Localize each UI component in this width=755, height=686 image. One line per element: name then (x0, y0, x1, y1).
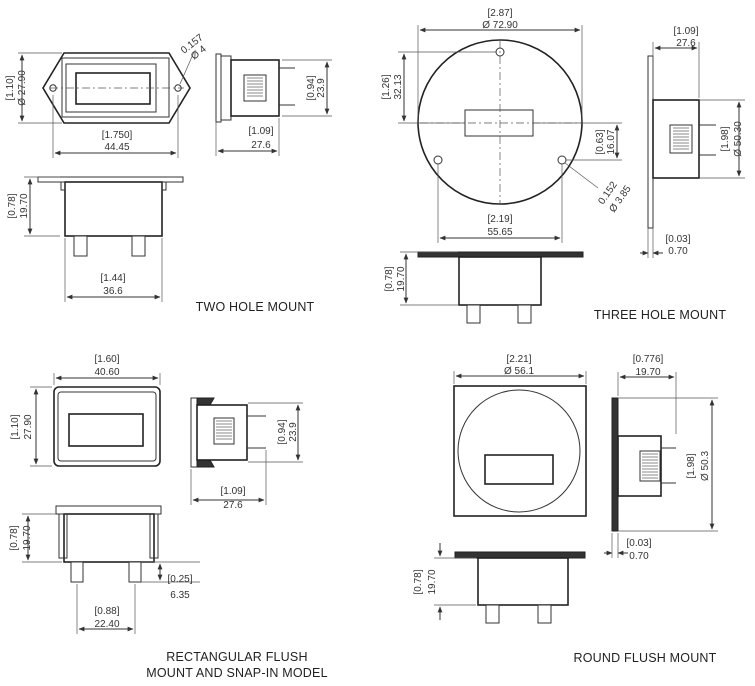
dim-side-depth-in: [1.09] (248, 126, 273, 137)
dim-bottom-width-mm: 36.6 (103, 286, 123, 297)
dim-bottom-height-mm: 19.70 (396, 266, 407, 291)
dim-top-offset-in: [1.26] (381, 74, 392, 99)
dim-width-in: [1.60] (94, 354, 119, 365)
dim-side-height-mm: Ø 50.3 (700, 451, 711, 481)
three-hole-front-view: [2.87] Ø 72.90 [1.26] 32.13 [0.63] 16.07… (381, 8, 634, 243)
dim-width-in: [1.750] (102, 130, 133, 141)
terminal-pin (517, 304, 532, 324)
terminal-pin (128, 561, 142, 583)
mount-hole (174, 84, 182, 92)
dim-side-height-in: [0.94] (306, 75, 317, 100)
round-flush-side-view: [0.776] 19.70 [1.98] Ø 50.3 [0.03] 0.70 (604, 354, 718, 562)
dim-side-depth-in: [1.09] (220, 486, 245, 497)
round-flush-mount-section: [2.21] Ø 56.1 [0.776] 19.70 (413, 354, 718, 665)
dim-side-depth-mm: 27.6 (251, 140, 271, 151)
dim-bottom-height-in: [0.78] (413, 569, 424, 594)
dim-width-mm: 55.65 (487, 227, 512, 238)
dim-height-in: [1.10] (5, 75, 16, 100)
dim-bottom-height-mm: 19.70 (19, 193, 30, 218)
caption-three-hole-mount: THREE HOLE MOUNT (594, 308, 727, 322)
rect-flush-mount-section: [1.60] 40.60 [1.10] 27.90 (9, 354, 328, 680)
dim-flange-mm: 0.70 (668, 246, 688, 257)
dim-side-height-mm: 23.9 (288, 422, 299, 442)
caption-rect-flush-line2: MOUNT AND SNAP-IN MODEL (146, 666, 327, 680)
dim-width-mm: 40.60 (94, 367, 119, 378)
terminal-pin (73, 235, 88, 257)
terminal-pin (70, 561, 84, 583)
dim-height-mm: 27.90 (23, 414, 34, 439)
rect-flush-bottom-view: [0.78] 19.70 [0.25] 6.35 [0.88] 22.40 (9, 505, 200, 634)
three-hole-side-view: [1.09] 27.6 [1.98] Ø 50.30 [0.03] 0.70 (640, 26, 745, 258)
dim-bottom-height-mm: 19.70 (427, 569, 438, 594)
dim-bottom-height-mm: 19.70 (22, 525, 33, 550)
dim-side-height-mm: Ø 50.30 (733, 121, 744, 157)
mount-hole (49, 84, 57, 92)
dim-height-in: [1.10] (10, 414, 21, 439)
dim-diameter-in: [2.21] (506, 354, 531, 365)
terminal-pin (131, 235, 146, 257)
caption-rect-flush-line1: RECTANGULAR FLUSH (166, 650, 307, 664)
dim-width-in: [2.19] (487, 214, 512, 225)
dim-right-offset-in: [0.63] (595, 129, 606, 154)
dim-side-height-in: [1.98] (686, 453, 697, 478)
dim-diameter-mm: Ø 72.90 (482, 20, 518, 31)
dim-side-depth-mm: 19.70 (635, 367, 660, 378)
two-hole-front-view: [1.10] Ø 27.90 0.157 Ø 4 [1.750] 44.45 (5, 32, 209, 158)
dim-top-offset-mm: 32.13 (393, 74, 404, 99)
two-hole-side-view: [0.94] 23.9 [1.09] 27.6 (215, 53, 332, 156)
dim-side-depth-mm: 27.6 (223, 500, 243, 511)
dim-bottom-height-in: [0.78] (7, 193, 18, 218)
dim-height-mm: Ø 27.90 (17, 70, 28, 106)
dim-pin-length-mm: 6.35 (170, 590, 190, 601)
dim-side-depth-in: [1.09] (673, 26, 698, 37)
dim-flange-in: [0.03] (626, 538, 651, 549)
dim-flange-mm: 0.70 (629, 551, 649, 562)
dim-side-height-in: [0.94] (277, 419, 288, 444)
dim-side-height-mm: 23.9 (316, 78, 327, 98)
dim-bottom-width-in: [1.44] (100, 273, 125, 284)
dim-pin-spacing-mm: 22.40 (94, 619, 119, 630)
round-flush-front-view: [2.21] Ø 56.1 (453, 354, 587, 517)
rect-flush-front-view: [1.60] 40.60 [1.10] 27.90 (10, 354, 161, 467)
rect-flush-side-view: [0.94] 23.9 [1.09] 27.6 (190, 397, 303, 511)
dim-diameter-mm: Ø 56.1 (504, 366, 534, 377)
terminal-pin (485, 604, 500, 624)
dim-side-height-in: [1.98] (720, 126, 731, 151)
dim-pin-spacing-in: [0.88] (94, 606, 119, 617)
two-hole-mount-section: [1.10] Ø 27.90 0.157 Ø 4 [1.750] 44.45 (5, 32, 332, 314)
dim-pin-length-in: [0.25] (167, 574, 192, 585)
dim-diameter-in: [2.87] (487, 8, 512, 19)
caption-round-flush-mount: ROUND FLUSH MOUNT (574, 651, 717, 665)
dim-width-mm: 44.45 (104, 142, 129, 153)
dim-flange-in: [0.03] (665, 234, 690, 245)
dim-bottom-height-in: [0.78] (9, 525, 20, 550)
caption-two-hole-mount: TWO HOLE MOUNT (196, 300, 315, 314)
dim-side-depth-in: [0.776] (633, 354, 664, 365)
dim-bottom-height-in: [0.78] (384, 266, 395, 291)
terminal-pin (466, 304, 481, 324)
round-flush-bottom-view: [0.78] 19.70 (413, 543, 586, 624)
dim-side-depth-mm: 27.6 (676, 38, 696, 49)
three-hole-mount-section: [2.87] Ø 72.90 [1.26] 32.13 [0.63] 16.07… (381, 8, 745, 324)
two-hole-bottom-view: [0.78] 19.70 [1.44] 36.6 (7, 176, 184, 302)
dim-right-offset-mm: 16.07 (606, 129, 617, 154)
terminal-pin (537, 604, 552, 624)
three-hole-bottom-view: [0.78] 19.70 (384, 251, 584, 324)
